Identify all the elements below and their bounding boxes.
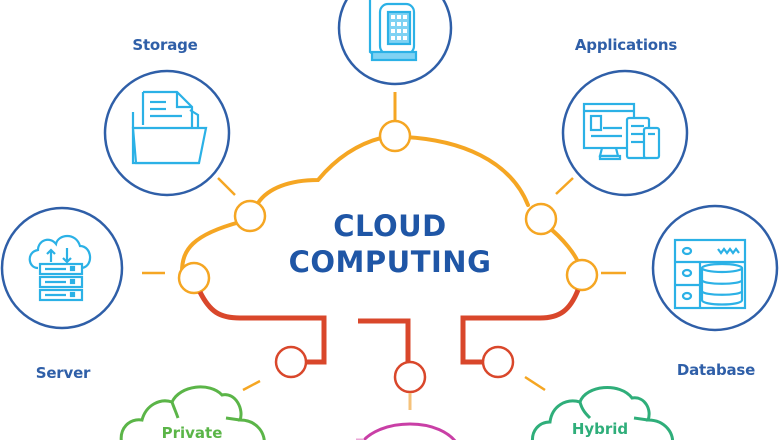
private-cloud — [119, 385, 266, 444]
cloud-node — [233, 199, 267, 233]
connector-line — [242, 379, 261, 392]
red-connectors — [197, 289, 581, 365]
connector-node — [274, 345, 308, 379]
connector-line — [524, 375, 546, 392]
connector-node — [481, 345, 515, 379]
connector-node — [393, 360, 427, 394]
devices-icon — [582, 102, 661, 161]
connector-nodes — [274, 345, 515, 394]
title-line-2: COMPUTING — [288, 245, 492, 279]
server-node — [0, 206, 124, 330]
hybrid-cloud-label: Hybrid — [571, 420, 629, 438]
storage-label: Storage — [132, 36, 198, 54]
cloud-node — [177, 261, 211, 295]
cloud-node — [524, 202, 558, 236]
applications-label: Applications — [574, 36, 678, 54]
connector-line — [555, 177, 574, 195]
title-line-1: CLOUD — [333, 209, 447, 243]
server-label: Server — [35, 364, 91, 382]
folder-documents-icon — [131, 90, 208, 165]
cloud-node — [378, 119, 412, 153]
database-node — [651, 204, 779, 332]
hybrid-cloud — [530, 385, 675, 444]
database-label: Database — [676, 361, 756, 379]
public-cloud — [356, 422, 460, 444]
mobile-phone-icon — [368, 0, 418, 62]
cloud-node — [565, 258, 599, 292]
cloud-server-icon — [28, 234, 92, 302]
connector-line — [217, 177, 236, 196]
diagram-title: CLOUD COMPUTING — [289, 208, 492, 280]
private-cloud-label: Private — [161, 424, 223, 442]
storage-node — [103, 69, 231, 197]
platform-node — [337, 0, 453, 86]
database-server-icon — [673, 238, 747, 310]
cloud-nodes — [177, 119, 599, 295]
applications-node — [561, 69, 689, 197]
